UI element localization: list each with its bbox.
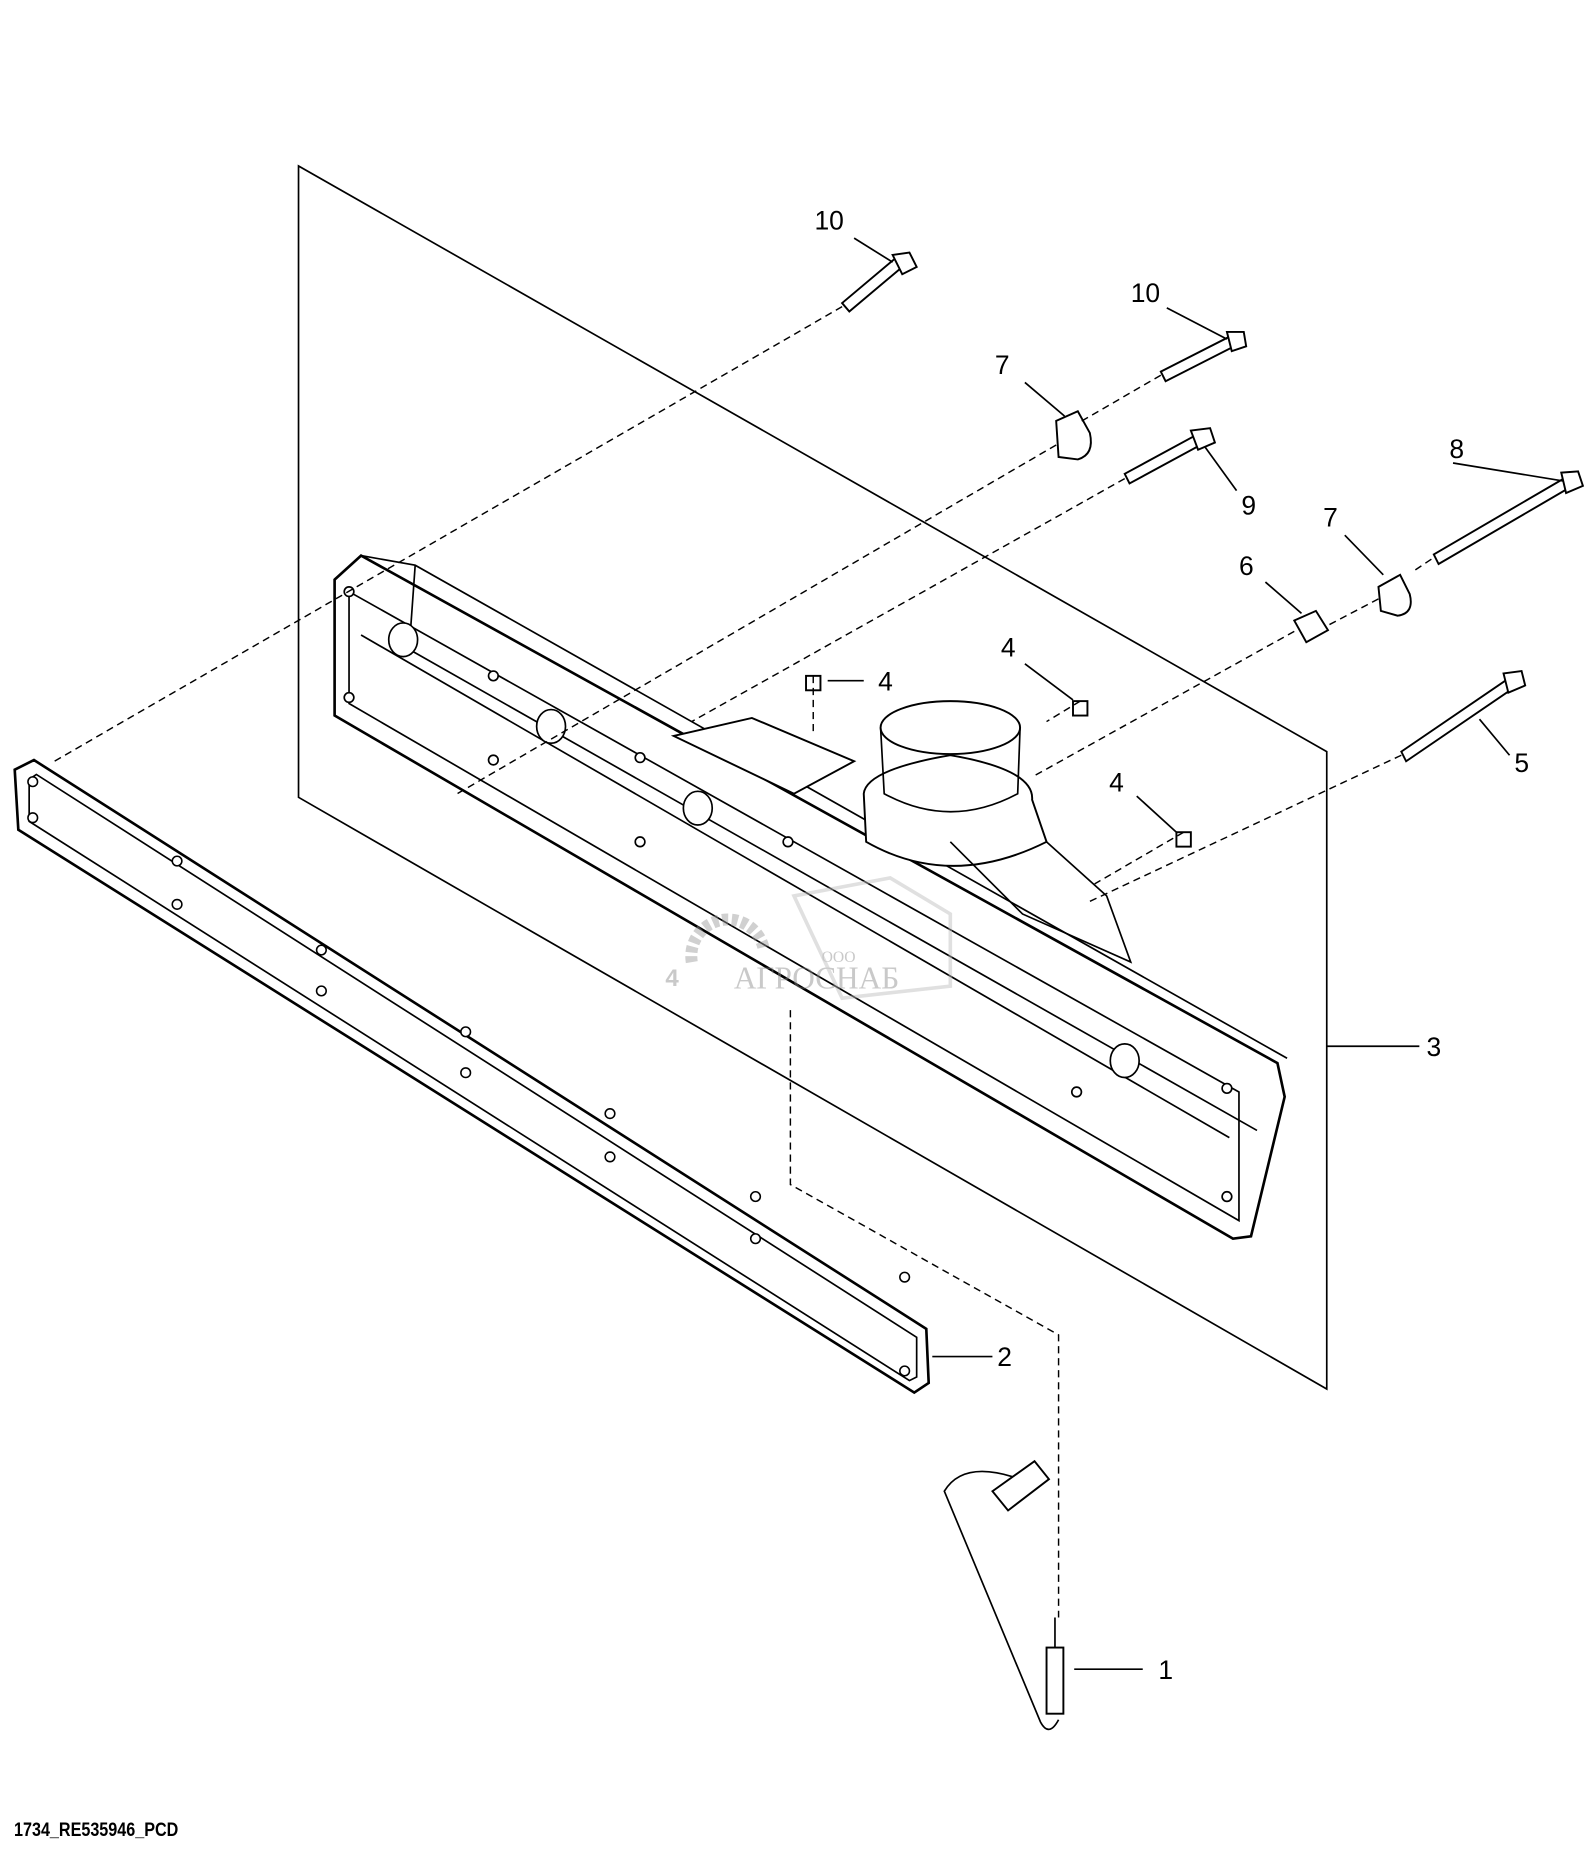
drawing-id-caption: 1734_RE535946_PCD bbox=[14, 1820, 179, 1841]
callout-10-right: 10 bbox=[1131, 278, 1160, 308]
callout-1: 1 bbox=[1158, 1655, 1173, 1685]
plug-part-4-b bbox=[1072, 700, 1089, 717]
watermark-number: 4 bbox=[665, 965, 679, 992]
assembly-panel-outline bbox=[297, 164, 1328, 1391]
callout-4-a: 4 bbox=[878, 666, 893, 696]
bolt-part-5 bbox=[1400, 669, 1527, 763]
watermark-name: АГРОСНАБ bbox=[734, 961, 899, 996]
agrosnab-watermark-logo: 4 ООО АГРОСНАБ bbox=[665, 875, 953, 1001]
callout-7-lower: 7 bbox=[1323, 503, 1338, 533]
callout-10-left: 10 bbox=[814, 206, 843, 236]
sensor-part-1 bbox=[943, 1459, 1065, 1731]
gasket-part-2 bbox=[13, 758, 931, 1395]
callout-8: 8 bbox=[1449, 434, 1464, 464]
callout-6: 6 bbox=[1239, 551, 1254, 581]
callout-2: 2 bbox=[997, 1342, 1012, 1372]
plug-part-4-c bbox=[1175, 831, 1192, 848]
clamp-part-7-lower bbox=[1377, 573, 1412, 617]
callout-9: 9 bbox=[1241, 491, 1256, 521]
callout-3: 3 bbox=[1427, 1032, 1442, 1062]
spacer-part-6 bbox=[1292, 609, 1330, 644]
assembly-dashed-lines bbox=[54, 306, 1432, 1618]
watermark-prefix: ООО bbox=[822, 949, 856, 966]
callout-leaders bbox=[827, 237, 1564, 1671]
bolt-part-10-right bbox=[1159, 330, 1248, 383]
callout-7-upper: 7 bbox=[995, 350, 1010, 380]
clamp-part-7-upper bbox=[1055, 410, 1092, 461]
bolt-part-9 bbox=[1123, 427, 1217, 485]
bolt-part-10-left bbox=[840, 251, 918, 313]
callout-4-b: 4 bbox=[1001, 633, 1016, 663]
callout-4-c: 4 bbox=[1109, 767, 1124, 797]
bolt-part-8 bbox=[1432, 470, 1585, 566]
intake-manifold-part-3 bbox=[333, 553, 1288, 1241]
callout-5: 5 bbox=[1514, 748, 1529, 778]
